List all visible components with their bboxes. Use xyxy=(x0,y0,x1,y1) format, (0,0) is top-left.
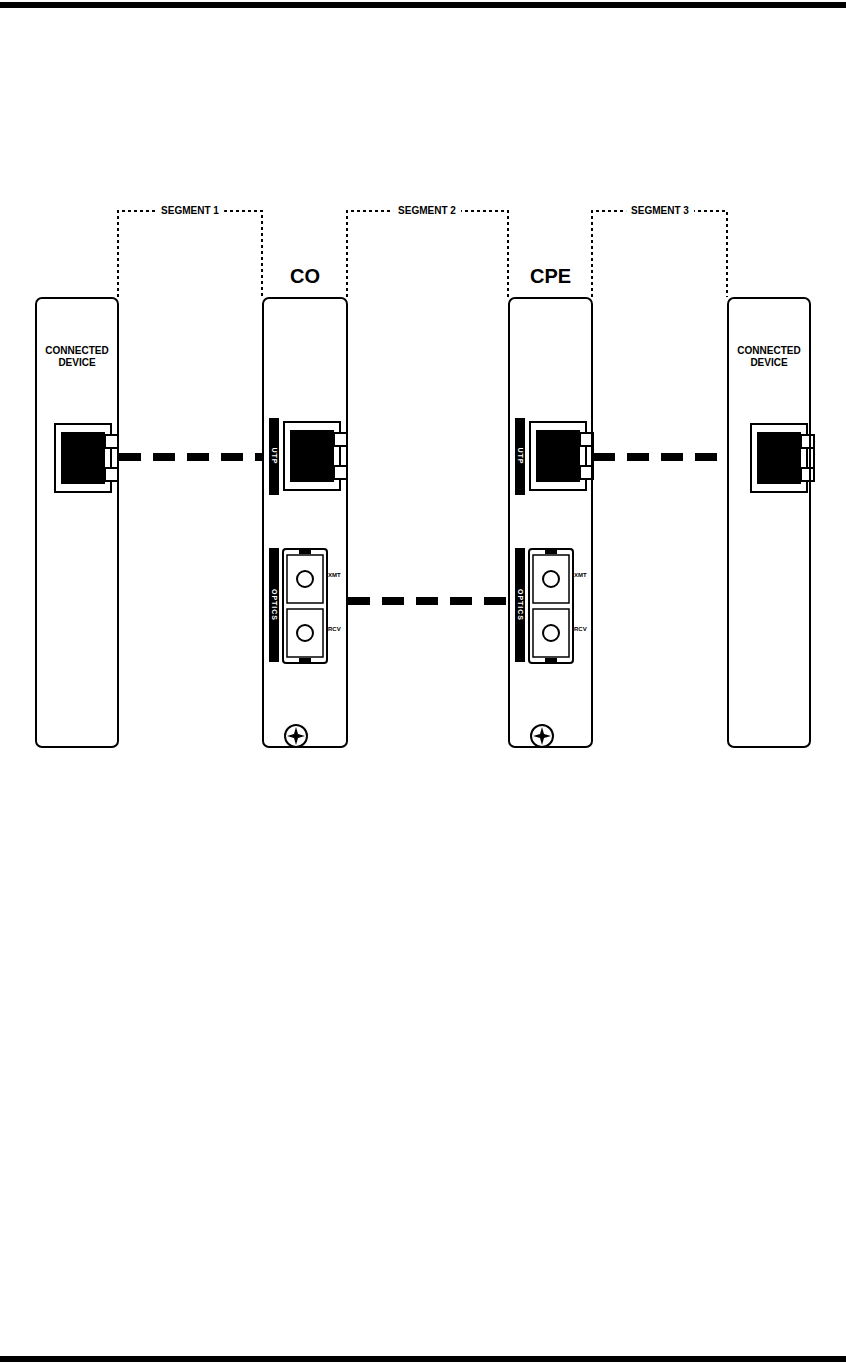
fiber-label: RCV xyxy=(328,626,341,632)
port-label: UTP xyxy=(271,448,278,465)
label-bar xyxy=(269,418,279,495)
device-panel: CPE xyxy=(508,297,593,748)
unit-heading: CPE xyxy=(490,265,611,288)
port-label: OPTICS xyxy=(271,589,278,621)
device-panel: CO xyxy=(262,297,348,748)
port-label: OPTICS xyxy=(517,589,524,621)
label-bar xyxy=(515,548,525,662)
device-panel: CONNECTED DEVICE xyxy=(727,297,811,748)
fiber-label: XMT xyxy=(328,572,341,578)
segment-bracket xyxy=(118,211,262,297)
cable xyxy=(348,597,508,605)
segment-bracket xyxy=(347,211,508,297)
segment-label: SEGMENT 1 xyxy=(156,204,224,218)
port-label: UTP xyxy=(517,448,524,465)
fiber-connector xyxy=(283,549,327,663)
panel-screw xyxy=(531,725,553,747)
rj45-port xyxy=(530,422,593,490)
bottom-rule xyxy=(0,1356,846,1362)
panel-screw xyxy=(285,725,307,747)
fiber-label: XMT xyxy=(574,572,587,578)
fiber-label: RCV xyxy=(574,626,587,632)
cable xyxy=(119,453,262,461)
label-bar xyxy=(515,418,525,495)
cable xyxy=(593,453,727,461)
label-bar xyxy=(269,548,279,662)
fiber-connector xyxy=(529,549,573,663)
segment-label: SEGMENT 2 xyxy=(393,204,461,218)
top-rule xyxy=(0,2,846,8)
rj45-port xyxy=(284,422,347,490)
rj45-port xyxy=(55,424,118,492)
segment-label: SEGMENT 3 xyxy=(626,204,694,218)
panel-label: CONNECTED DEVICE xyxy=(709,345,829,368)
panel-label: CONNECTED DEVICE xyxy=(17,345,137,368)
segment-bracket xyxy=(592,211,727,297)
device-panel: CONNECTED DEVICE xyxy=(35,297,119,748)
unit-heading: CO xyxy=(244,265,366,288)
rj45-port xyxy=(751,424,814,492)
